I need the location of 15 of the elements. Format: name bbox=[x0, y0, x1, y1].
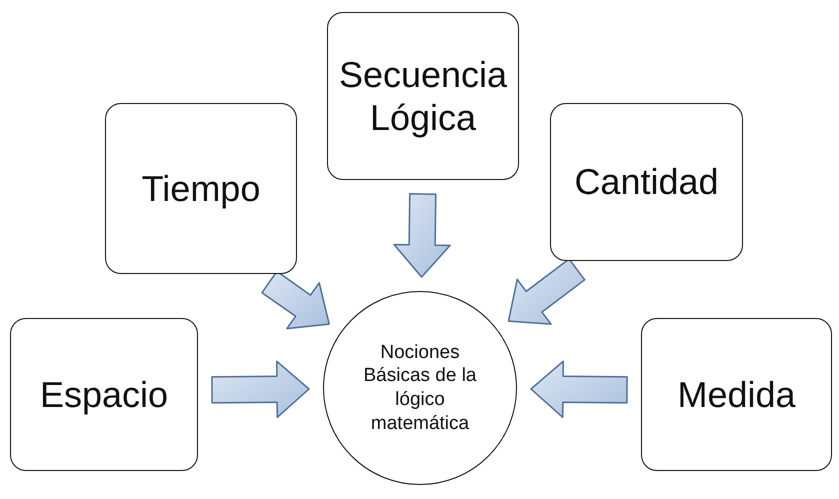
concept-box bbox=[105, 103, 297, 274]
node-label: Tiempo bbox=[142, 166, 260, 210]
block-arrow bbox=[508, 258, 586, 325]
node-label: Secuencia Lógica bbox=[338, 52, 508, 140]
block-arrow bbox=[393, 193, 451, 278]
node-label: Nociones Básicas de la lógico matemática bbox=[362, 340, 478, 436]
block-arrow bbox=[530, 360, 628, 418]
node-label: Cantidad bbox=[574, 160, 719, 204]
node-label: Medida bbox=[677, 372, 796, 416]
node-label: Espacio bbox=[40, 372, 168, 416]
concept-box bbox=[641, 318, 832, 471]
concept-box bbox=[10, 318, 198, 471]
block-arrow bbox=[211, 360, 310, 418]
concept-box bbox=[550, 103, 743, 261]
concept-box bbox=[327, 12, 519, 180]
